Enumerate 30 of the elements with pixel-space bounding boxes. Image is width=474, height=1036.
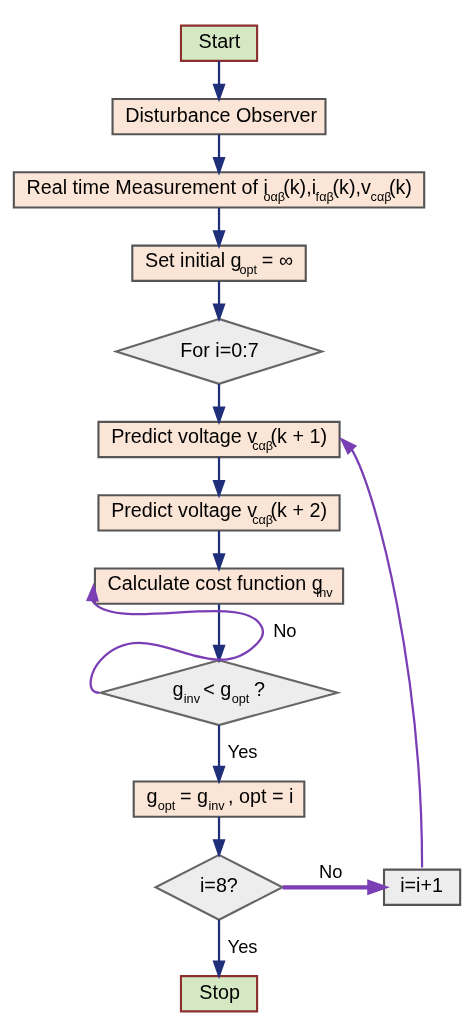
node-box: g$_{opt}$ = g$_{inv}$ , opt = i xyxy=(132,779,306,818)
node-box: Predict voltage v$_{cαβ}$(k + 2) xyxy=(97,493,341,532)
node-diamond: g$_{inv}$ < g$_{opt}$ ? xyxy=(96,658,342,726)
arrow xyxy=(212,919,226,979)
edge-label: No xyxy=(273,619,297,641)
arrow xyxy=(212,280,226,322)
arrow xyxy=(212,603,226,663)
arrow xyxy=(85,582,264,694)
edge-label: No xyxy=(318,860,343,882)
edge-label: Yes xyxy=(227,935,258,957)
node-box: i=i+1 xyxy=(382,868,462,906)
node-box: Disturbance Observer xyxy=(111,97,327,135)
node-diamond: For i=0:7 xyxy=(112,317,326,385)
node-box: Start xyxy=(179,24,259,62)
arrow xyxy=(212,133,226,176)
arrow xyxy=(212,724,226,784)
arrow xyxy=(212,207,226,249)
edge-label: Yes xyxy=(227,740,258,762)
node-box: Predict voltage v$_{cαβ}$(k + 1) xyxy=(97,420,341,458)
arrow xyxy=(339,436,424,868)
arrow xyxy=(212,816,226,858)
arrow xyxy=(212,60,226,102)
arrow xyxy=(212,530,226,572)
arrow xyxy=(212,456,226,499)
node-box: Real time Measurement of i$_{oαβ}$(k),i$_{fαβ}$(k),v$_{cαβ}$(k) xyxy=(12,170,426,209)
node-diamond: i=8? xyxy=(153,853,285,921)
arrow xyxy=(282,878,390,895)
arrow xyxy=(212,383,226,425)
node-box: Stop xyxy=(179,974,259,1012)
node-box: Set initial g$_{opt}$ = ∞ xyxy=(131,244,307,282)
